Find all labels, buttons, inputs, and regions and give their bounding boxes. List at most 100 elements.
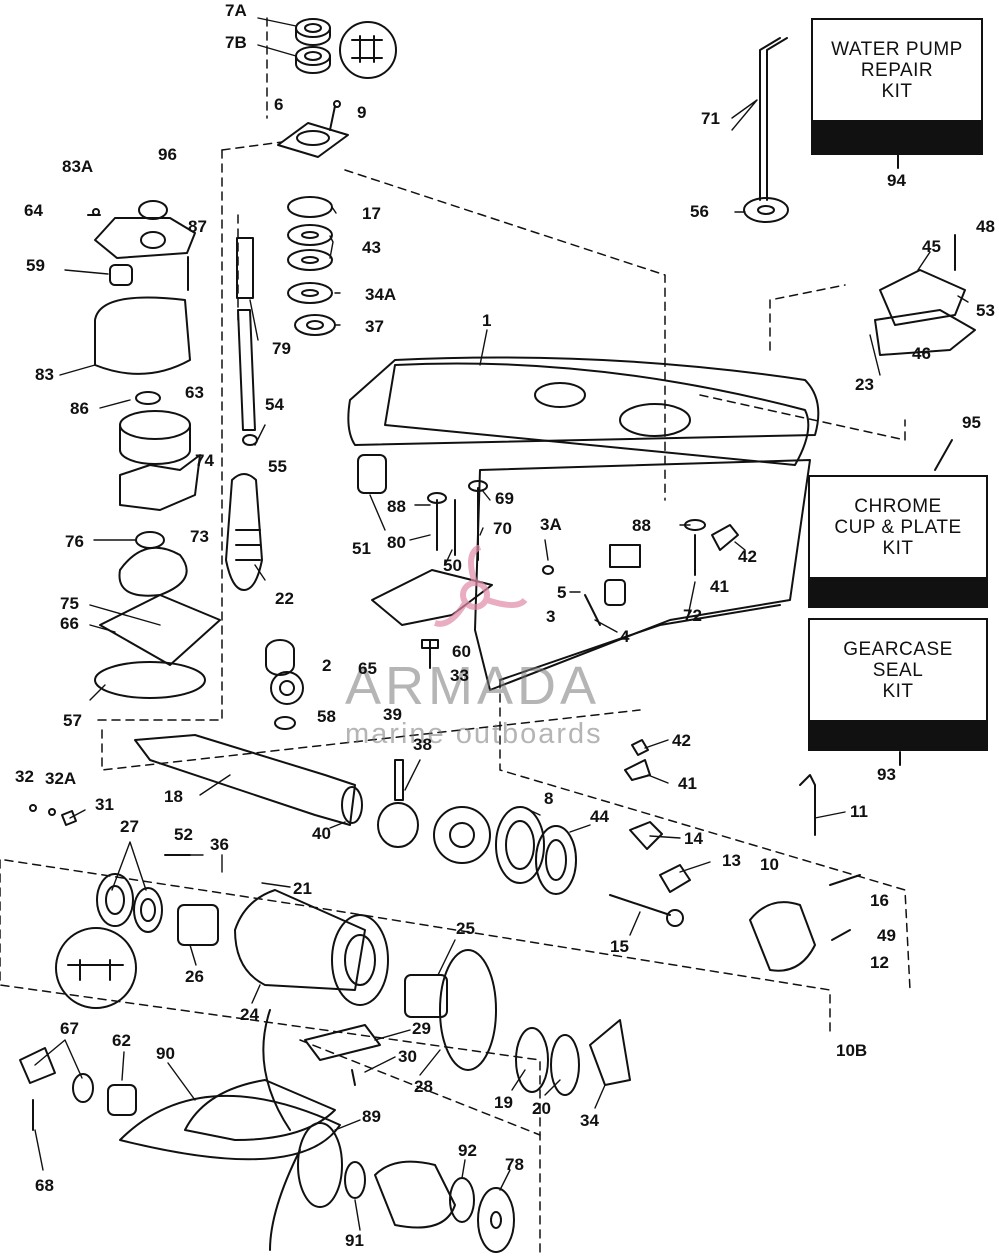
callout-64: 64 — [24, 201, 43, 220]
watermark-propeller-logo — [434, 545, 528, 627]
drive-shaft — [225, 237, 304, 730]
callout-39: 39 — [383, 705, 402, 724]
callout-3A: 3A — [540, 515, 562, 534]
callout-31: 31 — [95, 795, 114, 814]
callout-32A: 32A — [45, 769, 77, 788]
callout-50: 50 — [443, 556, 462, 575]
callout-67: 67 — [60, 1019, 79, 1038]
callout-27: 27 — [120, 817, 139, 836]
kit-line: CUP & PLATE — [834, 516, 962, 538]
callout-25: 25 — [456, 919, 475, 938]
kit-95-leader — [934, 439, 953, 471]
leader-lines — [34, 17, 969, 1231]
callout-44: 44 — [590, 807, 609, 826]
callout-37: 37 — [365, 317, 384, 336]
callout-78: 78 — [505, 1155, 524, 1174]
callout-41-lower: 41 — [678, 774, 697, 793]
callout-51: 51 — [352, 539, 371, 558]
callout-68: 68 — [35, 1176, 54, 1195]
callout-2: 2 — [322, 656, 332, 675]
callout-5: 5 — [557, 583, 567, 602]
kit-line: SEAL — [872, 659, 924, 681]
chrome-cup-kit-box: CHROME CUP & PLATE KIT — [808, 475, 993, 610]
callout-45: 45 — [922, 237, 941, 256]
callout-53: 53 — [976, 301, 995, 320]
callout-20: 20 — [532, 1099, 551, 1118]
callout-52: 52 — [174, 825, 193, 844]
callout-66: 66 — [60, 614, 79, 633]
callout-26: 26 — [185, 967, 204, 986]
callout-83: 83 — [35, 365, 54, 384]
water-pump-parts — [87, 200, 221, 699]
callout-80: 80 — [387, 533, 406, 552]
callout-59: 59 — [26, 256, 45, 275]
callout-1: 1 — [482, 311, 492, 330]
water-pump-kit-box: WATER PUMP REPAIR KIT — [811, 18, 991, 158]
callout-15: 15 — [610, 937, 629, 956]
callout-34: 34 — [580, 1111, 599, 1130]
callout-14: 14 — [684, 829, 703, 848]
kit-line: KIT — [882, 680, 914, 702]
callout-40: 40 — [312, 824, 331, 843]
kit-ref-94: 94 — [887, 171, 906, 190]
callout-9: 9 — [357, 103, 367, 122]
callout-10B: 10B — [836, 1041, 868, 1060]
callout-33: 33 — [450, 666, 469, 685]
propeller — [119, 1009, 515, 1253]
gearcase-housing — [347, 356, 820, 691]
kit-line: KIT — [881, 80, 913, 102]
callout-4: 4 — [620, 627, 630, 646]
callout-8: 8 — [544, 789, 554, 808]
callout-49: 49 — [877, 926, 896, 945]
callout-76: 76 — [65, 532, 84, 551]
upper-seal-stack — [277, 18, 397, 336]
callout-54: 54 — [265, 395, 284, 414]
callout-91: 91 — [345, 1231, 364, 1250]
callout-16: 16 — [870, 891, 889, 910]
lower-unit-parts — [55, 854, 631, 1096]
callout-57: 57 — [63, 711, 82, 730]
callout-11: 11 — [850, 802, 868, 821]
kit-line: KIT — [882, 537, 914, 559]
callout-28: 28 — [414, 1077, 433, 1096]
callout-10: 10 — [760, 855, 779, 874]
callout-34A: 34A — [365, 285, 397, 304]
callout-63: 63 — [185, 383, 204, 402]
callout-23: 23 — [855, 375, 874, 394]
callout-3: 3 — [546, 607, 556, 626]
callout-88-right: 88 — [632, 516, 651, 535]
callout-22: 22 — [275, 589, 294, 608]
callout-72: 72 — [683, 606, 702, 625]
callout-19: 19 — [494, 1093, 513, 1112]
callout-75: 75 — [60, 594, 79, 613]
kit-line: WATER PUMP — [831, 38, 963, 60]
small-hardware-left — [19, 804, 137, 1131]
callout-12: 12 — [870, 953, 889, 972]
callout-48: 48 — [976, 217, 995, 236]
callout-6: 6 — [274, 95, 284, 114]
callout-60: 60 — [452, 642, 471, 661]
callout-18: 18 — [164, 787, 183, 806]
callout-88-left: 88 — [387, 497, 406, 516]
callout-43: 43 — [362, 238, 381, 257]
callout-42-upper: 42 — [738, 547, 757, 566]
callout-7A: 7A — [225, 1, 247, 20]
assembly-dash-lines — [0, 17, 911, 1257]
callout-32: 32 — [15, 767, 34, 786]
upper-right-parts — [743, 37, 976, 356]
callout-62: 62 — [112, 1031, 131, 1050]
callout-41-upper: 41 — [710, 577, 729, 596]
callout-36: 36 — [210, 835, 229, 854]
callout-90: 90 — [156, 1044, 175, 1063]
callout-30: 30 — [398, 1047, 417, 1066]
callout-83A: 83A — [62, 157, 94, 176]
kit-ref-93: 93 — [877, 765, 896, 784]
callout-58: 58 — [317, 707, 336, 726]
callout-96: 96 — [158, 145, 177, 164]
kit-line: CHROME — [854, 495, 942, 517]
callout-87: 87 — [188, 217, 207, 236]
callout-42-lower: 42 — [672, 731, 691, 750]
callout-79: 79 — [272, 339, 291, 358]
